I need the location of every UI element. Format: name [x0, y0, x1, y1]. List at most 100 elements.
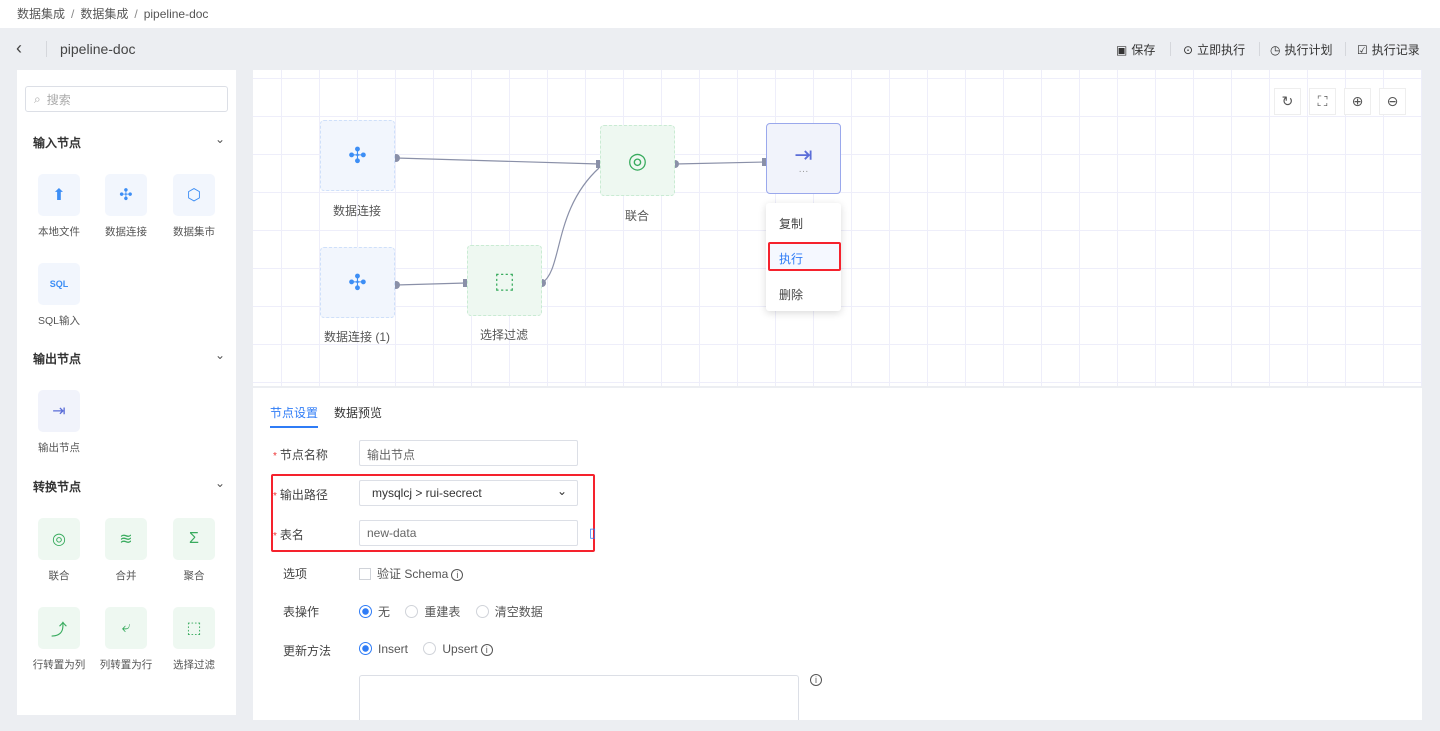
zoom-in-icon: ⊕ [1351, 93, 1364, 109]
divider [1259, 42, 1260, 56]
node-data-connection-1[interactable]: ✣ [320, 247, 395, 318]
radio-none[interactable]: 无 [359, 605, 390, 619]
run-now-button[interactable]: ⊙立即执行 [1183, 42, 1246, 58]
pipeline-canvas[interactable]: ↻ ⛶ ⊕ ⊖ ✣ 数据连接 ✣ 数据连接 (1) ⬚ 选择过滤 ◎ 联合 ⇥·… [253, 70, 1422, 386]
palette-item-data-mart[interactable]: ⬡数据集市 [164, 174, 224, 239]
cube-icon: ⬡ [173, 174, 215, 216]
radio-rebuild-table[interactable]: 重建表 [405, 605, 460, 619]
chevron-down-icon: ⌄ [214, 476, 225, 490]
cursor-select-icon: ⬚ [173, 607, 215, 649]
section-input-nodes[interactable]: 输入节点⌄ [33, 132, 225, 150]
palette-item-output-node[interactable]: ⇥输出节点 [29, 390, 89, 455]
save-icon: ▣ [1116, 42, 1128, 57]
section-transform-nodes[interactable]: 转换节点⌄ [33, 476, 225, 494]
breadcrumb-item[interactable]: 数据集成 [17, 7, 66, 21]
edge [395, 282, 467, 286]
divider [46, 41, 47, 57]
menu-item-delete[interactable]: 删除 [779, 288, 804, 302]
fit-view-button[interactable]: ⛶ [1309, 88, 1336, 115]
palette-item-row-to-column[interactable]: ⤴行转置为列 [29, 607, 89, 672]
menu-item-execute[interactable]: 执行 [779, 252, 804, 266]
save-button[interactable]: ▣保存 [1116, 42, 1156, 58]
radio-insert[interactable]: Insert [359, 642, 408, 656]
back-button[interactable]: ‹ [16, 38, 22, 58]
divider [1170, 42, 1171, 56]
node-data-connection[interactable]: ✣ [320, 120, 395, 191]
menu-item-copy[interactable]: 复制 [779, 217, 804, 231]
connection-icon: ✣ [348, 269, 367, 295]
palette-item-union[interactable]: ◎联合 [29, 518, 89, 583]
table-picker-icon[interactable]: ▯ [589, 525, 597, 540]
history-button[interactable]: ☑执行记录 [1357, 42, 1420, 58]
update-method-label: 更新方法 [283, 644, 332, 658]
sql-textarea[interactable] [359, 675, 799, 720]
edge [541, 167, 600, 284]
breadcrumb: 数据集成/数据集成/pipeline-doc [0, 0, 1440, 28]
chevron-down-icon: ⌄ [214, 132, 225, 146]
table-operation-radio-group: 无 重建表 清空数据 [359, 603, 555, 620]
connection-icon: ✣ [105, 174, 147, 216]
highlight-box [768, 242, 841, 271]
union-icon: ◎ [38, 518, 80, 560]
tab-node-settings[interactable]: 节点设置 [270, 404, 319, 428]
chevron-down-icon: ⌄ [556, 484, 567, 498]
palette-item-data-connection[interactable]: ✣数据连接 [96, 174, 156, 239]
edge [674, 161, 766, 165]
node-context-menu: 复制 执行 删除 [766, 203, 841, 311]
output-path-select[interactable]: mysqlcj > rui-secrect⌄ [359, 480, 578, 506]
options-label: 选项 [283, 567, 308, 581]
output-icon: ⇥ [38, 390, 80, 432]
highlight-box [271, 474, 595, 552]
tab-data-preview[interactable]: 数据预览 [334, 406, 383, 420]
page-title: pipeline-doc [60, 41, 136, 57]
reset-button[interactable]: ↻ [1274, 88, 1301, 115]
node-output[interactable]: ⇥··· [766, 123, 841, 194]
node-union[interactable]: ◎ [600, 125, 675, 196]
info-icon: i [810, 674, 822, 686]
connection-icon: ✣ [348, 142, 367, 168]
node-label: 选择过滤 [479, 328, 528, 342]
palette-item-column-to-row[interactable]: ⤶列转置为行 [96, 607, 156, 672]
fit-icon: ⛶ [1317, 93, 1328, 109]
output-path-label: *输出路径 [273, 488, 328, 502]
rotate-icon: ↻ [1281, 93, 1294, 109]
node-select-filter[interactable]: ⬚ [467, 245, 542, 316]
node-settings-panel: 节点设置 数据预览 *节点名称 输出节点 *输出路径 mysqlcj > rui… [253, 388, 1422, 720]
sigma-icon: Σ [173, 518, 215, 560]
clock-icon: ◷ [1270, 42, 1281, 57]
union-icon: ◎ [627, 147, 648, 173]
section-output-nodes[interactable]: 输出节点⌄ [33, 348, 225, 366]
breadcrumb-item[interactable]: 数据集成 [80, 7, 129, 21]
table-operation-label: 表操作 [283, 605, 320, 619]
zoom-in-button[interactable]: ⊕ [1344, 88, 1371, 115]
palette-item-select-filter[interactable]: ⬚选择过滤 [164, 607, 224, 672]
search-input[interactable]: ⌕搜索 [25, 86, 228, 112]
upload-icon: ⬆ [38, 174, 80, 216]
zoom-out-button[interactable]: ⊖ [1379, 88, 1406, 115]
info-icon: i [480, 644, 493, 656]
schedule-button[interactable]: ◷执行计划 [1270, 42, 1333, 58]
node-label: 联合 [624, 209, 649, 223]
table-name-input[interactable]: new-data [359, 520, 578, 546]
zoom-out-icon: ⊖ [1386, 93, 1399, 109]
search-icon: ⌕ [34, 91, 41, 106]
palette-item-merge[interactable]: ≋合并 [96, 518, 156, 583]
info-icon: i [451, 569, 464, 581]
node-name-input[interactable]: 输出节点 [359, 440, 578, 466]
node-label: 数据连接 [332, 204, 381, 218]
layers-icon: ≋ [105, 518, 147, 560]
unpivot-icon: ⤶ [105, 607, 147, 649]
play-icon: ⊙ [1183, 42, 1194, 57]
divider [1345, 42, 1346, 56]
node-label: 数据连接 (1) [323, 330, 390, 344]
more-icon[interactable]: ··· [798, 165, 809, 177]
palette-item-local-file[interactable]: ⬆本地文件 [29, 174, 89, 239]
radio-clear-data[interactable]: 清空数据 [475, 605, 543, 619]
node-name-label: *节点名称 [273, 448, 328, 462]
